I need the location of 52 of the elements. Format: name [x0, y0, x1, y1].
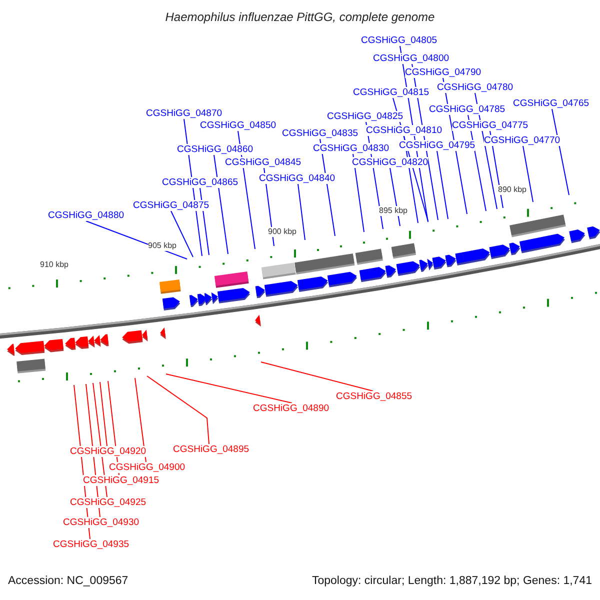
leader-line	[134, 378, 146, 462]
gene-label: CGSHiGG_04895	[173, 444, 250, 455]
gene-label: CGSHiGG_04775	[452, 120, 528, 131]
gene-label: CGSHiGG_04855	[336, 391, 412, 402]
map-title: Haemophilus influenzae PittGG, complete genome	[164, 10, 436, 24]
scale-label: 905 kbp	[148, 241, 176, 251]
gene-label: CGSHiGG_04825	[327, 111, 404, 122]
gene-label: CGSHiGG_04780	[437, 82, 514, 93]
gene-label: CGSHiGG_04835	[282, 128, 358, 139]
accession-text: Accession: NC_009567	[8, 575, 128, 587]
gene-label: CGSHiGG_04815	[353, 87, 430, 98]
gene-label: CGSHiGG_04920	[70, 446, 146, 457]
gene-label: CGSHiGG_04785	[429, 104, 506, 115]
leader-line	[298, 184, 306, 240]
scale-label: 910 kbp	[40, 260, 68, 270]
gene-label: CGSHiGG_04900	[109, 462, 186, 473]
gene-label: CGSHiGG_04810	[366, 125, 442, 136]
leader-line	[170, 210, 194, 258]
scale-label: 895 kbp	[379, 206, 408, 216]
gene-label: CGSHiGG_04935	[53, 539, 130, 550]
scale-label: 890 kbp	[498, 185, 526, 195]
gene-label: CGSHiGG_04805	[361, 35, 438, 46]
gene-label: CGSHiGG_04870	[146, 108, 222, 119]
scale-label: 900 kbp	[268, 227, 296, 237]
gene-label: CGSHiGG_04880	[48, 210, 124, 221]
leader-line	[522, 146, 534, 202]
gene-label: CGSHiGG_04875	[133, 200, 210, 211]
genome-info-text: Topology: circular; Length: 1,887,192 bp; Genes: 1,741	[312, 575, 592, 587]
leader-line	[352, 154, 364, 232]
gene-label: CGSHiGG_04770	[484, 135, 560, 146]
leader-line	[100, 382, 108, 446]
gene-label: CGSHiGG_04795	[399, 140, 476, 151]
gene-label: CGSHiGG_04845	[225, 157, 302, 168]
leader-line	[260, 362, 374, 392]
leader-line	[552, 108, 570, 196]
gene-label: CGSHiGG_04860	[177, 144, 254, 155]
leader-line	[214, 154, 228, 254]
gene-label: CGSHiGG_04915	[83, 475, 160, 486]
gene-label: CGSHiGG_04930	[63, 517, 140, 528]
leader-line	[166, 374, 292, 404]
leader-line	[436, 150, 448, 220]
gene-label: CGSHiGG_04765	[513, 98, 590, 109]
gene-label: CGSHiGG_04850	[200, 120, 276, 131]
gene-label: CGSHiGG_04790	[405, 67, 482, 78]
gene-label: CGSHiGG_04840	[259, 173, 336, 184]
gene-label: CGSHiGG_04865	[162, 177, 238, 188]
gene-label: CGSHiGG_04800	[373, 53, 450, 64]
gene-label: CGSHiGG_04820	[352, 157, 428, 168]
gene-label: CGSHiGG_04925	[70, 497, 146, 508]
leader-line	[146, 376, 210, 444]
gene-label: CGSHiGG_04830	[313, 143, 390, 154]
gene-label: CGSHiGG_04890	[253, 403, 330, 414]
